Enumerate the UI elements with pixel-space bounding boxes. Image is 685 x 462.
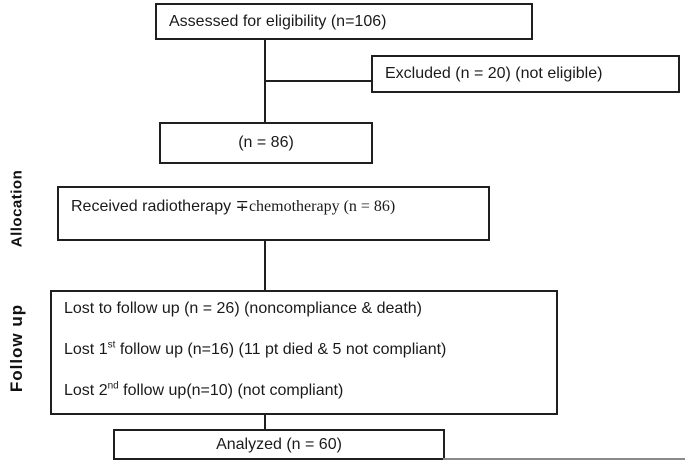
lost-to-followup-box: Lost to follow up (n = 26) (noncomplianc… <box>50 290 558 415</box>
followup-stage-label: Follow up <box>7 303 26 393</box>
excluded-text: Excluded (n = 20) (not eligible) <box>385 65 603 82</box>
excluded-box: Excluded (n = 20) (not eligible) <box>371 55 680 93</box>
followup-line-2: Lost 1st follow up (n=16) (11 pt died & … <box>64 339 544 361</box>
connector-branch-to-excluded <box>264 80 371 82</box>
allocation-stage-label: Allocation <box>8 169 26 248</box>
enrolled-count-text: (n = 86) <box>238 134 294 151</box>
followup-line-3: Lost 2nd follow up(n=10) (not compliant) <box>64 380 544 402</box>
followup-line-1-text: Lost to follow up (n = 26) (noncomplianc… <box>64 300 422 317</box>
followup-line-3-text: Lost 2 <box>64 382 108 399</box>
followup-line-3-rest: follow up(n=10) (not compliant) <box>118 382 344 399</box>
assessed-eligibility-text: Assessed for eligibility (n=106) <box>169 12 387 30</box>
connector-received-to-followup <box>264 241 266 290</box>
received-treatment-text-pre: Received radiotherapy <box>71 198 236 215</box>
analyzed-text: Analyzed (n = 60) <box>216 435 342 453</box>
connector-followup-to-analyzed <box>264 415 266 429</box>
followup-line-2-sup: st <box>107 339 116 351</box>
followup-line-2-text: Lost 1 <box>64 341 108 358</box>
received-treatment-text-math: ∓chemotherapy (n = 86) <box>235 198 396 215</box>
assessed-eligibility-box: Assessed for eligibility (n=106) <box>155 3 533 40</box>
figure-bottom-rule <box>443 458 685 460</box>
analyzed-box: Analyzed (n = 60) <box>113 429 445 460</box>
followup-line-3-sup: nd <box>107 380 119 392</box>
followup-line-1: Lost to follow up (n = 26) (noncomplianc… <box>64 298 544 320</box>
followup-line-2-rest: follow up (n=16) (11 pt died & 5 not com… <box>115 341 447 358</box>
enrolled-count-box: (n = 86) <box>159 122 373 164</box>
received-treatment-text: Received radiotherapy ∓chemotherapy (n =… <box>71 197 395 217</box>
received-treatment-box: Received radiotherapy ∓chemotherapy (n =… <box>57 186 490 241</box>
